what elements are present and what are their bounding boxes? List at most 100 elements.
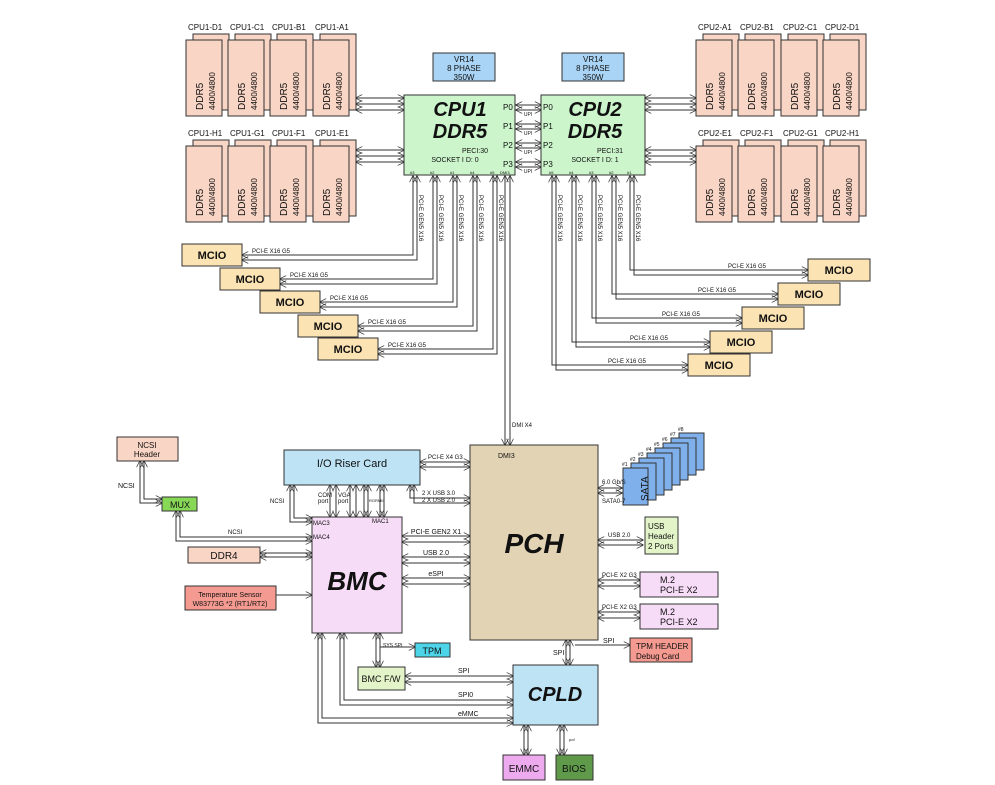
mcio-link-label: PCI-E X16 G5 xyxy=(388,343,427,349)
label: 8 PHASE xyxy=(447,64,481,73)
dimm-speed: 4400/4800 xyxy=(718,72,727,110)
upi-port: P0 xyxy=(503,103,513,112)
lane-label: #1 xyxy=(450,170,455,175)
mcio-link-label: PCI-E X16 G5 xyxy=(252,249,291,255)
pcie-vertical-label: PCI-E GEN5 X16 xyxy=(634,195,640,242)
dimm-label: CPU2-B1 xyxy=(740,23,774,32)
pcie-vertical-label: PCI-E GEN5 X16 xyxy=(497,195,503,242)
dimm-label: CPU1-G1 xyxy=(230,129,265,138)
cpu2-box xyxy=(540,94,646,176)
label: eMMC xyxy=(458,711,479,718)
label: SOCKET I D: 1 xyxy=(571,157,618,164)
label: VR14 xyxy=(454,55,475,64)
dimm-speed: 4400/4800 xyxy=(845,178,854,216)
label: USB xyxy=(648,522,664,531)
lane-label: #2 xyxy=(609,170,614,175)
pcie-vertical-label: PCI-E GEN5 X16 xyxy=(477,195,483,242)
mcio-link-label: PCI-E X16 G5 xyxy=(630,336,669,342)
label: PECI:31 xyxy=(597,148,623,155)
upi-port: P2 xyxy=(543,141,553,150)
mcio-connector xyxy=(741,306,805,330)
cpld-title: CPLD xyxy=(528,684,582,706)
mcio-link-label: PCI-E X16 G5 xyxy=(330,296,369,302)
dimm-speed: 4400/4800 xyxy=(760,178,769,216)
dimm-label: CPU2-E1 xyxy=(698,129,732,138)
label: TPM xyxy=(423,646,442,656)
label: EMMC xyxy=(509,764,540,775)
upi-label: UPI xyxy=(524,169,532,175)
sata-number: #1 xyxy=(622,462,628,468)
mcio-link-label: PCI-E X16 G5 xyxy=(290,273,329,279)
mcio-connector xyxy=(687,353,751,377)
upi-port: P2 xyxy=(503,141,513,150)
dimm-speed: 4400/4800 xyxy=(760,72,769,110)
dimm-label: CPU1-D1 xyxy=(188,23,223,32)
sata-number: #2 xyxy=(630,457,636,463)
upi-port: P1 xyxy=(543,122,553,131)
dimm-speed: 4400/4800 xyxy=(292,72,301,110)
dimm-speed: 4400/4800 xyxy=(292,178,301,216)
mcio-link-label: PCI-E X16 G5 xyxy=(662,312,701,318)
lane-label: DMI3 xyxy=(500,170,510,175)
dimm-speed: 4400/4800 xyxy=(845,72,854,110)
mcio-link-label: PCI-E X16 G5 xyxy=(698,288,737,294)
ncsi-link xyxy=(294,485,312,518)
label: MUX xyxy=(170,500,190,510)
emmc-link xyxy=(318,633,513,723)
lane-label: #5 xyxy=(490,170,495,175)
tpm-header xyxy=(629,637,693,663)
label: eSPI xyxy=(428,571,443,578)
dimm-type: DDR5 xyxy=(747,188,758,216)
upi-label: UPI xyxy=(524,131,532,137)
ncsi-link xyxy=(290,485,312,522)
mcio-label: MCIO xyxy=(236,274,265,286)
dimm-type: DDR5 xyxy=(195,188,206,216)
dimm-speed: 4400/4800 xyxy=(208,72,217,110)
mcio-connector xyxy=(259,290,321,314)
ncsi-link xyxy=(180,511,312,537)
dimm-label: CPU2-G1 xyxy=(783,129,818,138)
label: NCSI xyxy=(270,499,285,505)
dimm-speed: 4400/4800 xyxy=(250,178,259,216)
pcie-link xyxy=(556,176,688,370)
label: 2 X USB 3.0 xyxy=(422,491,456,497)
upi-port: P3 xyxy=(543,160,553,169)
label: 2 Ports xyxy=(648,542,673,551)
label: NCSI xyxy=(137,441,156,450)
tpm xyxy=(414,642,451,658)
bmc-box xyxy=(311,516,403,634)
mcio-connector xyxy=(317,337,379,361)
label: PCI-E X2 xyxy=(660,585,698,595)
label: 8 PHASE xyxy=(576,64,610,73)
sata-number: #5 xyxy=(654,442,660,448)
dimm-type: DDR5 xyxy=(705,82,716,110)
label: PCI-E GEN2 X1 xyxy=(411,529,461,536)
sata-number: #6 xyxy=(662,437,668,443)
upi-port: P1 xyxy=(503,122,513,131)
mcio-label: MCIO xyxy=(795,289,824,301)
mcio-label: MCIO xyxy=(314,321,343,333)
label: COM xyxy=(318,493,332,499)
label: RGRMII xyxy=(369,498,383,503)
dimm-type: DDR5 xyxy=(832,82,843,110)
lane-label: #2 xyxy=(430,170,435,175)
ncsi-link xyxy=(144,461,162,499)
pcie-vertical-label: PCI-E GEN5 X16 xyxy=(576,195,582,242)
label: BIOS xyxy=(562,764,586,775)
label: M.2 xyxy=(660,575,675,585)
upi-port: P3 xyxy=(503,160,513,169)
dimm-type: DDR5 xyxy=(237,188,248,216)
cpu1-subtitle: DDR5 xyxy=(433,121,488,143)
cpu1-box xyxy=(403,94,516,176)
mcio-label: MCIO xyxy=(334,344,363,356)
dimm-type: DDR5 xyxy=(322,188,333,216)
m2-slot xyxy=(639,571,719,598)
dimm-label: CPU2-C1 xyxy=(783,23,818,32)
upi-label: UPI xyxy=(524,112,532,118)
